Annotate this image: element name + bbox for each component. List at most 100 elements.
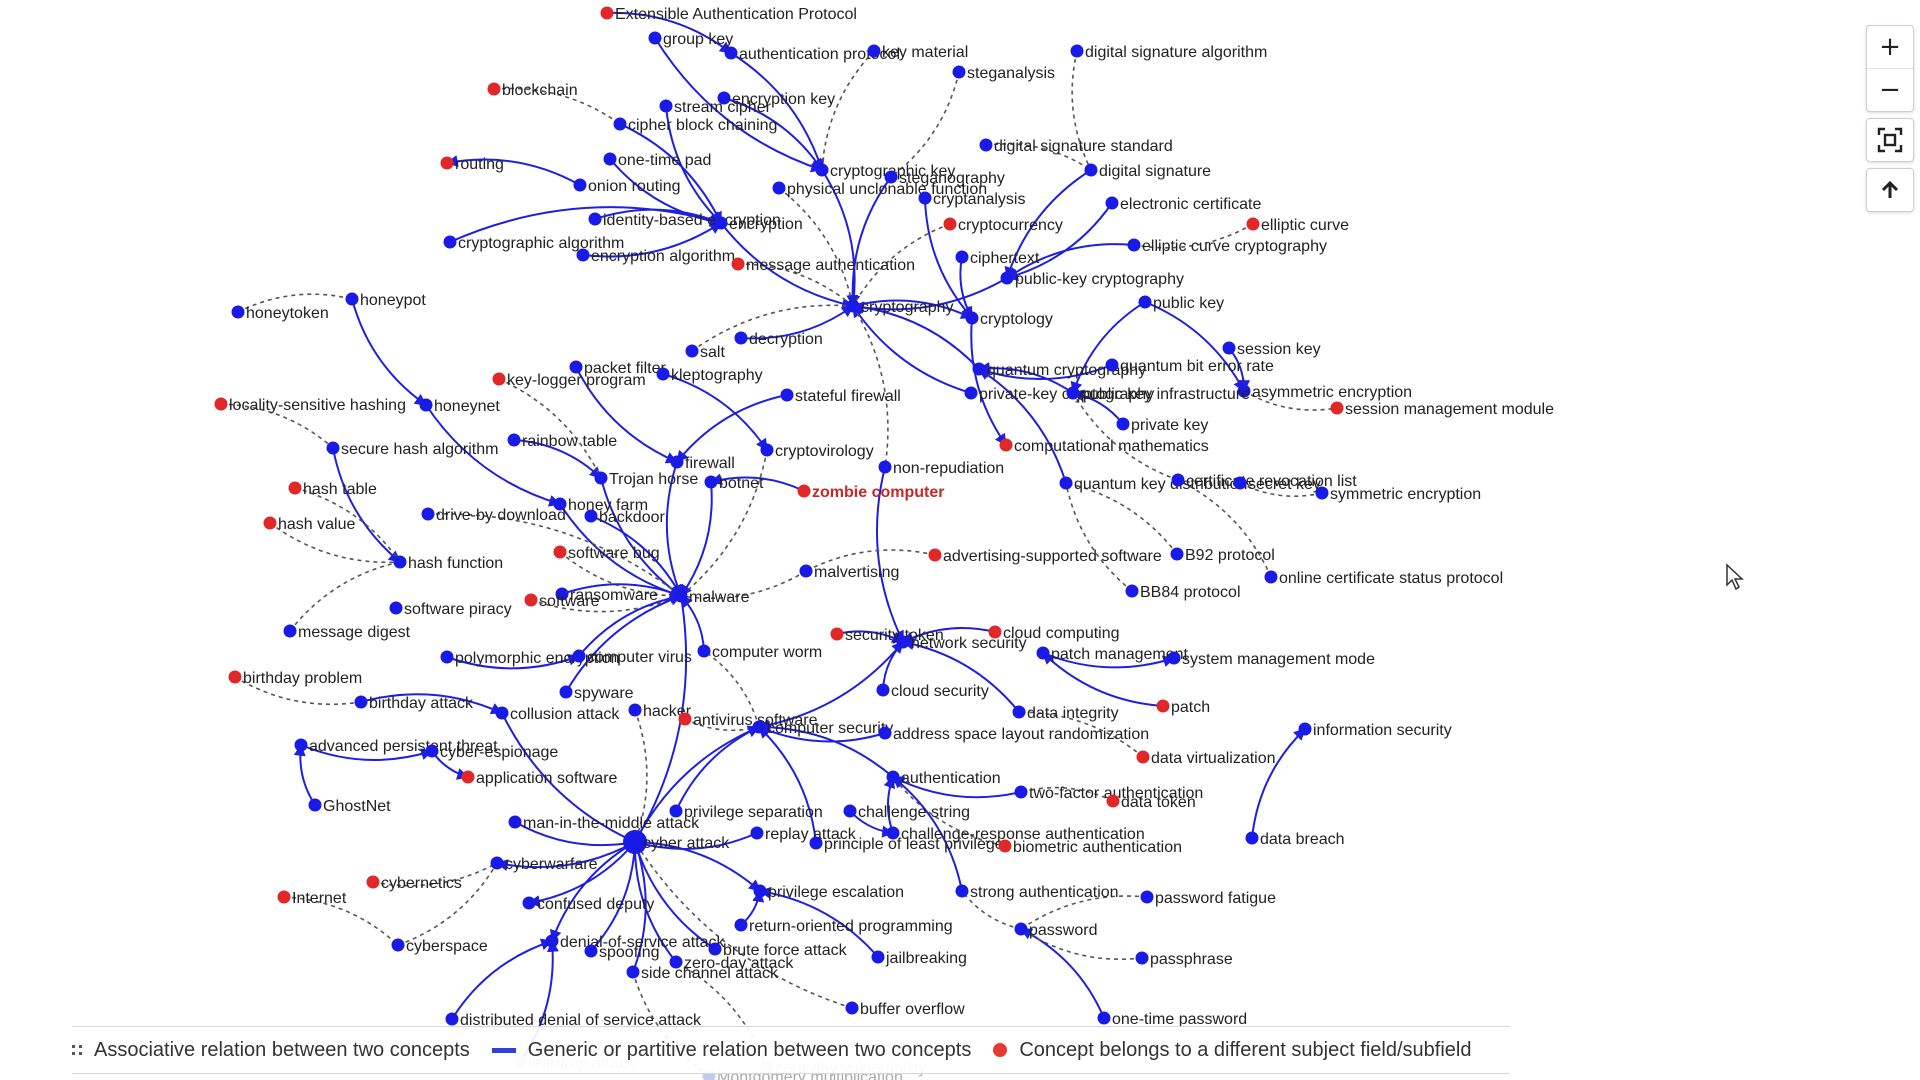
node-dot[interactable] xyxy=(354,695,368,709)
node-dot[interactable] xyxy=(573,178,587,192)
node-dot[interactable] xyxy=(1097,1011,1111,1025)
node-label[interactable]: stateful firewall xyxy=(795,388,901,405)
node-label[interactable]: salt xyxy=(700,344,725,361)
concept-node-replay[interactable]: replay attack xyxy=(750,826,857,843)
node-dot[interactable] xyxy=(1059,476,1073,490)
node-dot[interactable] xyxy=(576,248,590,262)
node-label[interactable]: advanced persistent threat xyxy=(309,738,498,755)
node-label[interactable]: non-repudiation xyxy=(893,460,1004,477)
node-label[interactable]: identity-based encryption xyxy=(603,212,781,229)
fit-screen-button[interactable] xyxy=(1867,119,1913,161)
node-dot[interactable] xyxy=(656,367,670,381)
node-label[interactable]: privilege separation xyxy=(684,804,823,821)
node-dot[interactable] xyxy=(288,481,302,495)
node-label[interactable]: data breach xyxy=(1260,831,1345,848)
node-dot[interactable] xyxy=(1070,44,1084,58)
node-dot[interactable] xyxy=(1170,547,1184,561)
concept-node-ecc[interactable]: elliptic curve cryptography xyxy=(1127,238,1327,255)
node-dot[interactable] xyxy=(896,635,910,649)
node-label[interactable]: public-key cryptography xyxy=(1015,271,1184,288)
node-dot[interactable] xyxy=(1140,890,1154,904)
node-label[interactable]: system management mode xyxy=(1182,651,1375,668)
node-label[interactable]: brute force attack xyxy=(723,942,848,959)
node-label[interactable]: symmetric encryption xyxy=(1330,486,1481,503)
node-dot[interactable] xyxy=(846,299,860,313)
concept-node-strongauth[interactable]: strong authentication xyxy=(955,884,1119,901)
node-dot[interactable] xyxy=(878,460,892,474)
node-label[interactable]: network security xyxy=(911,635,1027,652)
concept-node-sysmgmt[interactable]: system management mode xyxy=(1167,651,1376,668)
node-label[interactable]: onion routing xyxy=(588,178,681,195)
concept-node-steganalysis[interactable]: steganalysis xyxy=(952,65,1056,82)
node-label[interactable]: hash function xyxy=(408,555,503,572)
node-label[interactable]: one-time password xyxy=(1112,1011,1247,1028)
node-dot[interactable] xyxy=(1000,271,1014,285)
node-dot[interactable] xyxy=(584,944,598,958)
node-dot[interactable] xyxy=(876,683,890,697)
node-dot[interactable] xyxy=(553,545,567,559)
node-label[interactable]: strong authentication xyxy=(970,884,1119,901)
node-dot[interactable] xyxy=(871,950,885,964)
node-dot[interactable] xyxy=(1136,750,1150,764)
node-label[interactable]: firewall xyxy=(685,455,735,472)
node-dot[interactable] xyxy=(623,830,647,854)
node-label[interactable]: public key infrastructure xyxy=(1081,386,1250,403)
concept-node-backdoor[interactable]: backdoor xyxy=(584,509,666,526)
node-label[interactable]: computational mathematics xyxy=(1014,438,1209,455)
node-dot[interactable] xyxy=(760,443,774,457)
node-dot[interactable] xyxy=(809,836,823,850)
node-label[interactable]: secure hash algorithm xyxy=(341,441,498,458)
concept-node-encryption[interactable]: encryption xyxy=(714,216,803,233)
scroll-top-button[interactable] xyxy=(1867,169,1913,211)
node-label[interactable]: Internet xyxy=(292,890,347,907)
concept-node-chalresp[interactable]: challenge-response authentication xyxy=(886,826,1145,843)
node-label[interactable]: private key xyxy=(1131,417,1208,434)
node-label[interactable]: cipher block chaining xyxy=(628,117,777,134)
node-dot[interactable] xyxy=(979,138,993,152)
concept-node-compvirus[interactable]: computer virus xyxy=(572,649,692,666)
concept-node-cyberattack[interactable]: cyber attack xyxy=(623,830,730,854)
node-dot[interactable] xyxy=(419,398,433,412)
node-label[interactable]: malvertising xyxy=(814,564,899,581)
node-label[interactable]: Extensible Authentication Protocol xyxy=(615,6,857,23)
concept-node-smm[interactable]: session management module xyxy=(1330,401,1555,418)
node-dot[interactable] xyxy=(1330,401,1344,415)
concept-node-routing[interactable]: routing xyxy=(440,156,504,173)
node-dot[interactable] xyxy=(600,6,614,20)
node-label[interactable]: quantum bit error rate xyxy=(1120,358,1274,375)
node-label[interactable]: botnet xyxy=(719,475,764,492)
concept-node-cloudsec[interactable]: cloud security xyxy=(876,683,989,700)
node-label[interactable]: routing xyxy=(455,156,504,173)
node-dot[interactable] xyxy=(508,815,522,829)
concept-node-datavirt[interactable]: data virtualization xyxy=(1136,750,1276,767)
node-dot[interactable] xyxy=(1125,584,1139,598)
concept-node-malware[interactable]: malware xyxy=(674,589,750,606)
concept-node-otp[interactable]: one-time pad xyxy=(603,152,712,169)
concept-node-asymenc[interactable]: asymmetric encryption xyxy=(1237,384,1413,401)
concept-node-dss[interactable]: digital signature standard xyxy=(979,138,1173,155)
node-label[interactable]: secret key xyxy=(1248,476,1321,493)
concept-node-pkc[interactable]: public-key cryptography xyxy=(1000,271,1184,288)
node-label[interactable]: packet filter xyxy=(584,360,666,377)
node-dot[interactable] xyxy=(753,884,767,898)
concept-node-crl[interactable]: certificate revocation list xyxy=(1171,473,1358,490)
concept-node-cryptanalysis[interactable]: cryptanalysis xyxy=(918,191,1026,208)
node-label[interactable]: jailbreaking xyxy=(885,950,967,967)
node-label[interactable]: computer virus xyxy=(587,649,692,666)
concept-node-msgauth[interactable]: message authentication xyxy=(731,257,916,274)
concept-node-swpiracy[interactable]: software piracy xyxy=(389,601,512,618)
node-dot[interactable] xyxy=(584,509,598,523)
node-label[interactable]: malware xyxy=(689,589,750,606)
zoom-in-button[interactable]: + xyxy=(1879,32,1901,62)
node-label[interactable]: patch xyxy=(1171,699,1210,716)
node-label[interactable]: digital signature algorithm xyxy=(1085,44,1267,61)
concept-node-pwfatigue[interactable]: password fatigue xyxy=(1140,890,1277,907)
node-dot[interactable] xyxy=(445,1012,459,1026)
concept-node-firewall[interactable]: firewall xyxy=(670,455,735,472)
concept-node-publickey[interactable]: public key xyxy=(1138,295,1225,312)
concept-node-hashtable[interactable]: hash table xyxy=(288,481,377,498)
node-dot[interactable] xyxy=(263,516,277,530)
node-label[interactable]: steganalysis xyxy=(967,65,1055,82)
concept-node-rainbow[interactable]: rainbow table xyxy=(507,433,618,450)
concept-node-bufover[interactable]: buffer overflow xyxy=(845,1001,966,1018)
